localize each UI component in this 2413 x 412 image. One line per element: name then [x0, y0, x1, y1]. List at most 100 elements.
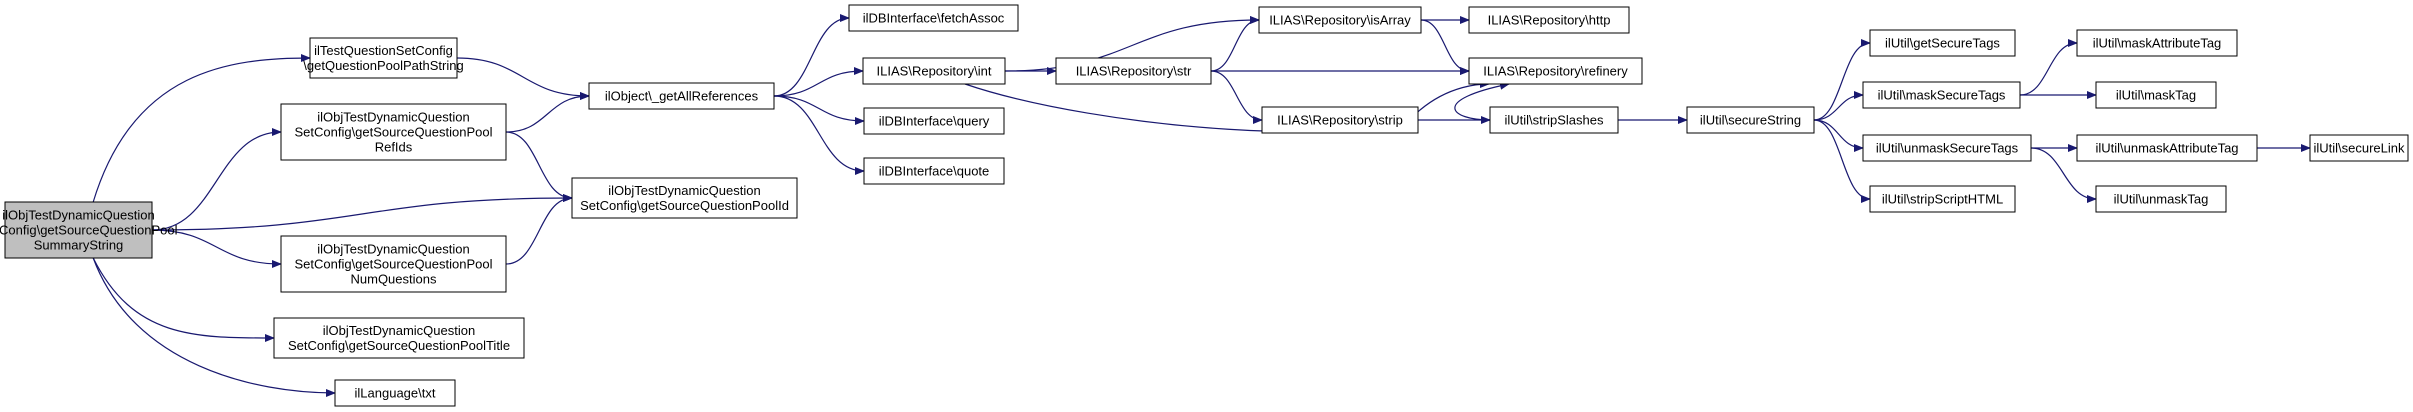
node-box	[309, 37, 458, 79]
node-box	[1862, 134, 2032, 162]
node-securelink[interactable]: ilUtil\secureLink	[2309, 134, 2409, 162]
node-maskattr[interactable]: ilUtil\maskAttributeTag	[2076, 29, 2238, 57]
node-int[interactable]: ILIAS\Repository\int	[862, 57, 1006, 85]
node-label-line: ilLanguage\txt	[355, 386, 436, 401]
node-stripscript[interactable]: ilUtil\stripScriptHTML	[1869, 185, 2016, 213]
edge-root-to-refids	[151, 128, 282, 231]
node-label-line: ilObjTestDynamicQuestion	[317, 242, 469, 257]
node-label-line: ILIAS\Repository\int	[877, 64, 992, 79]
node-unmaskattr[interactable]: ilUtil\unmaskAttributeTag	[2076, 134, 2258, 162]
node-label-line: ilUtil\stripScriptHTML	[1882, 192, 2003, 207]
edge-testqsc-to-allrefs	[456, 57, 590, 100]
node-label-line: ilUtil\unmaskAttributeTag	[2095, 141, 2238, 156]
edge-allrefs-to-int	[773, 67, 864, 97]
edge-stripslashes-to-refinery	[1454, 81, 1510, 121]
nodes-layer: ilObjTestDynamicQuestionSetConfig\getSou…	[0, 4, 2409, 407]
node-box	[280, 235, 507, 293]
node-box	[2076, 29, 2238, 57]
node-refids[interactable]: ilObjTestDynamicQuestionSetConfig\getSou…	[280, 103, 507, 161]
node-box	[571, 177, 798, 219]
edge-unmasksecure-to-unmasktag	[2030, 147, 2097, 203]
edge-allrefs-to-query	[773, 95, 865, 125]
node-label-line: SetConfig\getSourceQuestionPoolTitle	[288, 338, 510, 353]
node-box	[273, 317, 525, 359]
node-box	[1468, 6, 1630, 34]
edge-root-to-lang	[92, 257, 336, 397]
node-allrefs[interactable]: ilObject\_getAllReferences	[588, 82, 775, 110]
node-box	[334, 379, 456, 407]
node-label-line: ilUtil\maskTag	[2116, 88, 2196, 103]
node-label-line: SetConfig\getSourceQuestionPool	[294, 125, 492, 140]
node-label-line: ilUtil\maskSecureTags	[1878, 88, 2006, 103]
node-unmasksecure[interactable]: ilUtil\unmaskSecureTags	[1862, 134, 2032, 162]
node-box	[1468, 57, 1643, 85]
node-label-line: ilUtil\maskAttributeTag	[2093, 36, 2222, 51]
node-poolid[interactable]: ilObjTestDynamicQuestionSetConfig\getSou…	[571, 177, 798, 219]
node-masktag[interactable]: ilUtil\maskTag	[2095, 81, 2217, 109]
node-label-line: ilObjTestDynamicQuestion	[323, 323, 475, 338]
node-label-line: SetConfig\getSourceQuestionPool	[0, 223, 178, 238]
node-label-line: ILIAS\Repository\strip	[1277, 113, 1403, 128]
node-stripslashes[interactable]: ilUtil\stripSlashes	[1489, 106, 1619, 134]
node-strip[interactable]: ILIAS\Repository\strip	[1261, 106, 1419, 134]
edge-str-to-strip	[1210, 70, 1263, 124]
node-box	[2095, 81, 2217, 109]
node-str[interactable]: ILIAS\Repository\str	[1055, 57, 1212, 85]
node-box	[1258, 6, 1422, 34]
node-numq[interactable]: ilObjTestDynamicQuestionSetConfig\getSou…	[280, 235, 507, 293]
node-label-line: ilDBInterface\query	[879, 114, 990, 129]
node-label-line: ILIAS\Repository\str	[1076, 64, 1192, 79]
edge-allrefs-to-quote	[773, 95, 865, 175]
node-unmasktag[interactable]: ilUtil\unmaskTag	[2095, 185, 2227, 213]
node-securestring[interactable]: ilUtil\secureString	[1686, 106, 1815, 134]
node-testqsc[interactable]: ilTestQuestionSetConfig\getQuestionPoolP…	[303, 37, 464, 79]
node-label-line: SetConfig\getSourceQuestionPoolId	[580, 198, 789, 213]
edge-securestring-to-stripscript	[1813, 119, 1871, 203]
node-label-line: ilObjTestDynamicQuestion	[608, 183, 760, 198]
node-label-line: ilUtil\getSecureTags	[1885, 36, 2000, 51]
node-quote[interactable]: ilDBInterface\quote	[863, 157, 1005, 185]
node-getsecure[interactable]: ilUtil\getSecureTags	[1869, 29, 2016, 57]
node-box	[2309, 134, 2409, 162]
edge-allrefs-to-fetch	[773, 14, 850, 97]
node-label-line: ILIAS\Repository\http	[1488, 13, 1611, 28]
node-box	[1862, 81, 2021, 109]
node-masksecure[interactable]: ilUtil\maskSecureTags	[1862, 81, 2021, 109]
node-label-line: ilObject\_getAllReferences	[605, 89, 759, 104]
node-title[interactable]: ilObjTestDynamicQuestionSetConfig\getSou…	[273, 317, 525, 359]
node-box	[2095, 185, 2227, 213]
edge-refids-to-allrefs	[505, 92, 590, 133]
edge-masksecure-to-maskattr	[2019, 39, 2078, 96]
node-isarray[interactable]: ILIAS\Repository\isArray	[1258, 6, 1422, 34]
node-box	[1055, 57, 1212, 85]
node-box	[1686, 106, 1815, 134]
node-label-line: RefIds	[375, 140, 413, 155]
node-box	[1489, 106, 1619, 134]
node-label-line: ilDBInterface\quote	[879, 164, 990, 179]
node-fetch[interactable]: ilDBInterface\fetchAssoc	[848, 4, 1019, 32]
node-box	[1869, 29, 2016, 57]
edge-str-to-isarray	[1210, 16, 1260, 72]
edge-numq-to-poolid	[505, 194, 573, 265]
node-label-line: SetConfig\getSourceQuestionPool	[294, 257, 492, 272]
node-http[interactable]: ILIAS\Repository\http	[1468, 6, 1630, 34]
node-lang[interactable]: ilLanguage\txt	[334, 379, 456, 407]
node-label-line: NumQuestions	[351, 272, 437, 287]
edge-refids-to-poolid	[505, 131, 573, 202]
node-label-line: SummaryString	[34, 238, 124, 253]
node-box	[280, 103, 507, 161]
edge-isarray-to-refinery	[1420, 19, 1470, 75]
node-label-line: ILIAS\Repository\isArray	[1269, 13, 1411, 28]
node-box	[2076, 134, 2258, 162]
node-label-line: ILIAS\Repository\refinery	[1483, 64, 1628, 79]
node-label-line: ilDBInterface\fetchAssoc	[863, 11, 1005, 26]
node-query[interactable]: ilDBInterface\query	[863, 107, 1005, 135]
node-root[interactable]: ilObjTestDynamicQuestionSetConfig\getSou…	[0, 201, 178, 259]
node-label-line: ilUtil\secureString	[1700, 113, 1801, 128]
node-box	[1869, 185, 2016, 213]
edge-root-to-testqsc	[92, 54, 311, 203]
edge-root-to-numq	[151, 229, 282, 268]
node-label-line: ilUtil\secureLink	[2313, 141, 2405, 156]
node-label-line: ilTestQuestionSetConfig	[314, 43, 453, 58]
node-refinery[interactable]: ILIAS\Repository\refinery	[1468, 57, 1643, 85]
